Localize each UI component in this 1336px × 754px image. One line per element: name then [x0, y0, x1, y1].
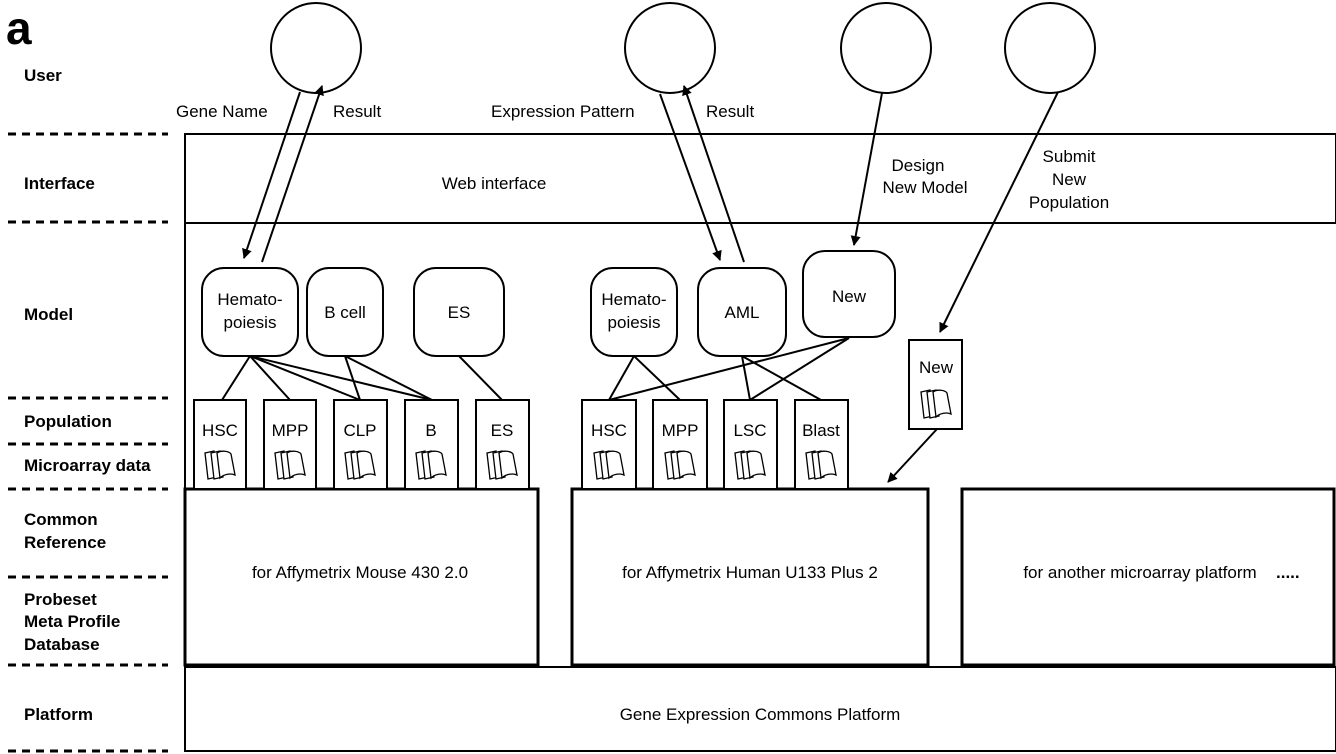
arrow-new-population-to-reference	[887, 428, 938, 483]
population-es: ES	[475, 399, 530, 490]
model-box	[802, 250, 896, 338]
platform-label: Gene Expression Commons Platform	[620, 705, 901, 724]
reference-box-mouse	[183, 487, 540, 667]
user-circle-1	[270, 2, 362, 94]
layer-probeset-1: Probeset	[24, 590, 97, 609]
user-circle-4	[1004, 2, 1096, 94]
model-hematopoiesis-human: Hemato- poiesis	[590, 267, 678, 357]
model-label-line-2: poiesis	[224, 313, 277, 332]
population-label: B	[425, 421, 436, 440]
arrow-submit-new-population	[939, 91, 1059, 333]
panel-letter: a	[6, 2, 32, 54]
reference-mouse-label: for Affymetrix Mouse 430 2.0	[252, 563, 468, 582]
population-label: MPP	[272, 421, 309, 440]
result-label-2: Result	[706, 102, 754, 121]
population-label: New	[919, 358, 954, 377]
user-circle-2	[624, 2, 716, 94]
model-box	[590, 267, 678, 357]
layer-population: Population	[24, 412, 112, 431]
layer-common-reference-1: Common	[24, 510, 98, 529]
population-label: HSC	[202, 421, 238, 440]
population-mpp-mouse: MPP	[263, 399, 317, 490]
model-box	[413, 267, 505, 357]
population-label: ES	[491, 421, 514, 440]
web-interface-label: Web interface	[442, 174, 547, 193]
model-box	[201, 267, 299, 357]
design-label-2: New Model	[882, 178, 967, 197]
user-circle-3	[840, 2, 932, 94]
layer-probeset-3: Database	[24, 635, 100, 654]
arrow-design-new-model	[850, 92, 883, 246]
population-hsc-human: HSC	[581, 399, 637, 490]
submit-label-3: Population	[1029, 193, 1109, 212]
population-label: LSC	[733, 421, 766, 440]
population-label: CLP	[343, 421, 376, 440]
population-box	[263, 399, 317, 490]
arrow-gene-name	[242, 91, 301, 259]
population-box	[333, 399, 388, 490]
population-mpp-human: MPP	[652, 399, 708, 490]
layer-platform: Platform	[24, 705, 93, 724]
layer-microarray: Microarray data	[24, 456, 151, 475]
platform-box	[184, 666, 1336, 752]
reference-other-dots: .....	[1276, 563, 1300, 582]
reference-human-label: for Affymetrix Human U133 Plus 2	[622, 563, 878, 582]
layer-probeset-2: Meta Profile	[24, 612, 120, 631]
model-label-line-1: Hemato-	[217, 290, 282, 309]
population-clp: CLP	[333, 399, 388, 490]
design-label-1: Design	[892, 156, 945, 175]
model-label: ES	[448, 303, 471, 322]
model-label: AML	[725, 303, 760, 322]
submit-label-2: New	[1052, 170, 1087, 189]
reference-box-human	[570, 487, 930, 667]
model-population-links	[221, 337, 850, 401]
population-new: New	[908, 339, 963, 430]
layer-interface: Interface	[24, 174, 95, 193]
population-blast: Blast	[794, 399, 849, 490]
interface-box	[184, 133, 1336, 224]
model-label-line-2: poiesis	[608, 313, 661, 332]
model-label-line-1: Hemato-	[601, 290, 666, 309]
model-es: ES	[413, 267, 505, 357]
population-label: MPP	[662, 421, 699, 440]
population-hsc-mouse: HSC	[193, 399, 247, 490]
population-box	[908, 339, 963, 430]
layer-user: User	[24, 66, 62, 85]
gene-name-label: Gene Name	[176, 102, 268, 121]
population-b: B	[404, 399, 459, 490]
model-label: New	[832, 287, 867, 306]
arrow-result-2	[682, 85, 745, 263]
population-label: HSC	[591, 421, 627, 440]
reference-box-other	[960, 487, 1336, 667]
model-aml: AML	[697, 267, 787, 357]
arrow-expression-pattern	[659, 93, 722, 261]
reference-other-label: for another microarray platform	[1023, 563, 1256, 582]
population-label: Blast	[802, 421, 840, 440]
result-label-1: Result	[333, 102, 381, 121]
model-new: New	[802, 250, 896, 338]
expression-pattern-label: Expression Pattern	[491, 102, 635, 121]
submit-label-1: Submit	[1043, 147, 1096, 166]
model-b-cell: B cell	[306, 267, 384, 357]
population-lsc: LSC	[723, 399, 778, 490]
layer-common-reference-2: Reference	[24, 533, 106, 552]
model-label: B cell	[324, 303, 366, 322]
layer-model: Model	[24, 305, 73, 324]
arrow-result-1	[261, 85, 324, 263]
model-hematopoiesis-mouse: Hemato- poiesis	[201, 267, 299, 357]
model-box	[697, 267, 787, 357]
model-box	[306, 267, 384, 357]
